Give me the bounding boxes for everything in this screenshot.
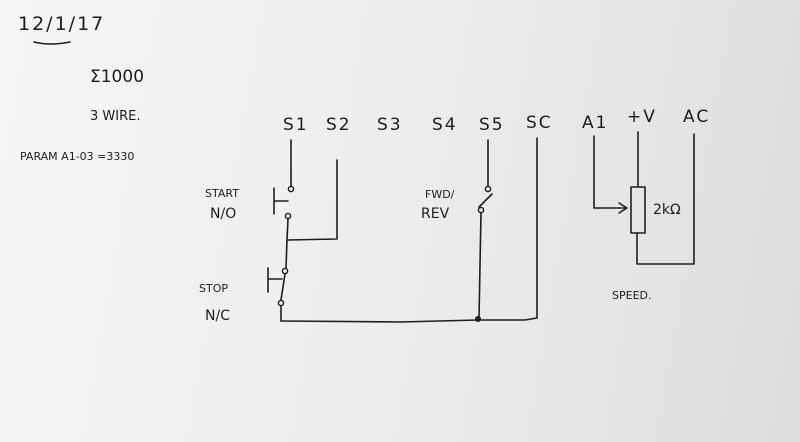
- wiring-mode-note: 3 WIRE.: [90, 109, 140, 124]
- fwd-rev-to-common-wire: [478, 212, 482, 319]
- start-pushbutton-actuator: [273, 187, 289, 215]
- terminal-label-s5: S5: [479, 115, 505, 135]
- fwd-rev-contact-bottom: [477, 206, 485, 214]
- start-label: START: [205, 187, 239, 200]
- common-bus-wire: [280, 137, 538, 323]
- resistor-value-label: 2kΩ: [653, 202, 681, 218]
- fwd-rev-circuit: [477, 139, 493, 319]
- resistor-body: [630, 186, 646, 234]
- terminal-label-plus-v: +V: [627, 107, 657, 127]
- parameter-note: PARAM A1-03 =3330: [20, 150, 134, 163]
- stop-label: STOP: [199, 282, 228, 295]
- start-contact-bottom: [284, 212, 292, 220]
- speed-potentiometer-circuit: [593, 131, 695, 265]
- wiper-arrow: [618, 202, 628, 214]
- date-note: 12/1/17: [18, 13, 105, 35]
- terminal-label-s2: S2: [326, 115, 352, 135]
- stop-type-label: N/C: [205, 308, 230, 324]
- fwd-rev-label: FWD/: [425, 188, 455, 201]
- stop-contact-top: [281, 267, 289, 275]
- drive-model-note: Σ1000: [90, 67, 144, 87]
- terminal-label-s3: S3: [377, 115, 403, 135]
- stop-contact-bottom: [277, 299, 285, 307]
- date-underline: [33, 41, 71, 45]
- terminal-label-sc: SC: [526, 113, 553, 133]
- stop-pushbutton-actuator: [267, 267, 283, 293]
- terminal-label-s1: S1: [283, 115, 309, 135]
- fwd-rev-contact-top: [484, 185, 492, 193]
- terminal-label-ac: AC: [683, 107, 710, 127]
- speed-label: SPEED.: [612, 289, 651, 302]
- resistor-to-ac-wire: [636, 133, 695, 265]
- a1-wire: [593, 135, 627, 209]
- common-junction-dot: [475, 316, 481, 322]
- stop-contact-blade: [280, 273, 286, 301]
- start-contact-top: [287, 185, 295, 193]
- start-stop-circuit: [267, 139, 338, 322]
- fwd-rev-switch-blade: [478, 193, 493, 208]
- start-type-label: N/O: [210, 206, 236, 222]
- fwd-rev-label-line2: REV: [421, 206, 450, 222]
- s2-link-wire: [286, 159, 338, 241]
- terminal-label-s4: S4: [432, 115, 458, 135]
- terminal-label-a1: A1: [582, 113, 608, 133]
- start-to-stop-wire: [285, 218, 289, 269]
